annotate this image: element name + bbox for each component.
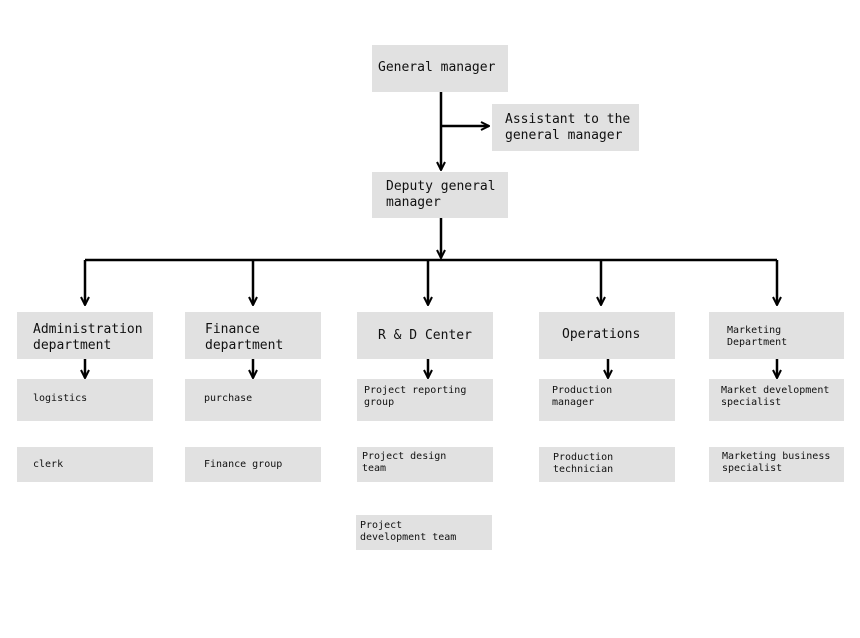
clerk-box: clerk (17, 447, 153, 482)
finance-department-box: Finance department (185, 312, 321, 359)
project-development-team-box: Project development team (356, 515, 492, 550)
production-technician-box: Production technician (539, 447, 675, 482)
purchase-box: purchase (185, 379, 321, 421)
administration-department-box: Administration department (17, 312, 153, 359)
assistant-box: Assistant to the general manager (492, 104, 639, 151)
rd-center-box: R & D Center (357, 312, 493, 359)
project-reporting-group-box: Project reporting group (357, 379, 493, 421)
operations-box: Operations (539, 312, 675, 359)
logistics-box: logistics (17, 379, 153, 421)
deputy-manager-box: Deputy general manager (372, 172, 508, 218)
finance-group-box: Finance group (185, 447, 321, 482)
marketing-department-box: Marketing Department (709, 312, 844, 359)
production-manager-box: Production manager (539, 379, 675, 421)
project-design-team-box: Project design team (357, 447, 493, 482)
market-development-specialist-box: Market development specialist (709, 379, 844, 421)
marketing-business-specialist-box: Marketing business specialist (709, 447, 844, 482)
general-manager-box: General manager (372, 45, 508, 92)
